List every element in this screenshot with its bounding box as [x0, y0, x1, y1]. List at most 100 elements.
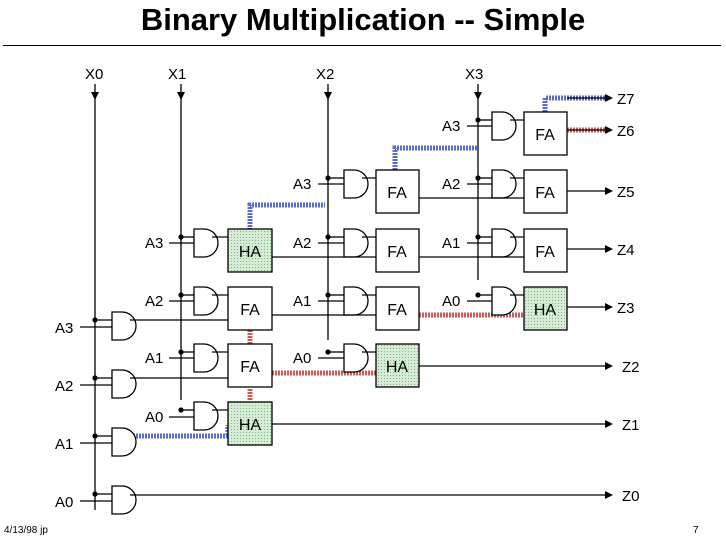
and-gates: [95, 111, 517, 515]
fa-block-x2-a1: [375, 286, 420, 331]
junction-dot: [178, 292, 184, 298]
junction-dot: [475, 292, 481, 298]
junction-dot: [178, 349, 184, 355]
junction-dot: [92, 375, 98, 381]
z5-arrow-icon: [605, 187, 613, 195]
and-gate-icon: [193, 228, 219, 258]
output-arrow-heads: [605, 94, 613, 499]
a3-label: A3: [442, 118, 460, 135]
x3-label: X3: [465, 66, 483, 83]
a3-label: A3: [55, 320, 73, 337]
x0-label: X0: [85, 66, 103, 83]
fa-block-x1-a2: [227, 286, 273, 331]
fa-block-x3-a3: [523, 111, 568, 156]
fa-label: FA: [535, 127, 555, 144]
junction-dot: [475, 175, 481, 181]
fa-label: FA: [387, 185, 407, 202]
fa-label: FA: [387, 302, 407, 319]
junction-dot: [325, 349, 331, 355]
z4-arrow-icon: [605, 245, 613, 253]
footer-page-number: 7: [693, 525, 699, 536]
z4-label: Z4: [617, 242, 635, 259]
fa-block-x2-a2: [375, 228, 420, 273]
z6-arrow-icon: [605, 126, 613, 134]
and-gate-icon: [111, 485, 137, 515]
and-gate-icon: [193, 401, 219, 431]
a2-label: A2: [55, 378, 73, 395]
and-gate-icon: [491, 228, 517, 258]
junction-dot: [92, 433, 98, 439]
a2-label: A2: [145, 293, 163, 310]
a1-label: A1: [145, 350, 163, 367]
fa-block-x3-a1: [523, 228, 568, 273]
ha-label: HA: [239, 244, 262, 261]
fa-label: FA: [535, 244, 555, 261]
and-gate-icon: [193, 286, 219, 316]
junction-dots: [92, 117, 481, 497]
z2-label: Z2: [622, 359, 640, 376]
and-gate-icon: [343, 343, 369, 373]
ha-label: HA: [239, 417, 262, 434]
title-divider: [3, 45, 721, 46]
junction-dot: [325, 292, 331, 298]
x2-label: X2: [316, 66, 334, 83]
junction-dot: [475, 117, 481, 123]
a0-label: A0: [293, 350, 311, 367]
junction-dot: [92, 491, 98, 497]
ha-block-x3-a0: [523, 286, 568, 331]
junction-dot: [325, 234, 331, 240]
junction-dot: [325, 175, 331, 181]
and-gate-icon: [193, 343, 219, 373]
connection-wires: [80, 119, 524, 502]
ha-label: HA: [534, 302, 557, 319]
a1-label: A1: [55, 436, 73, 453]
z1-label: Z1: [622, 417, 640, 434]
a2-label: A2: [293, 235, 311, 252]
x-input-arrows: [91, 92, 482, 100]
fa-block-x3-a2: [523, 169, 568, 214]
junction-dot: [178, 234, 184, 240]
fa-block-x1-a1: [227, 343, 273, 388]
z6-label: Z6: [617, 123, 635, 140]
fa-label: FA: [535, 185, 555, 202]
fa-block-x2-a3: [375, 169, 420, 214]
and-gate-icon: [111, 311, 137, 341]
ha-block-x1-a3: [227, 228, 273, 273]
a0-label: A0: [145, 409, 163, 426]
a1-label: A1: [442, 235, 460, 252]
output-lines: [130, 97, 605, 496]
z0-arrow-icon: [605, 491, 613, 499]
junction-dot: [178, 407, 184, 413]
and-gate-icon: [111, 369, 137, 399]
z3-label: Z3: [617, 300, 635, 317]
and-gate-icon: [491, 286, 517, 316]
junction-dot: [92, 317, 98, 323]
and-gate-icon: [343, 228, 369, 258]
z1-arrow-icon: [605, 420, 613, 428]
adder-block-labels: HA FA FA HA FA FA FA HA FA FA FA HA: [239, 127, 557, 434]
junction-dot: [475, 234, 481, 240]
ha-label: HA: [386, 359, 409, 376]
fa-label: FA: [240, 359, 260, 376]
adder-blocks: [227, 111, 568, 446]
and-gate-icon: [491, 111, 517, 141]
footer-date: 4/13/98 jp: [4, 525, 48, 536]
x0-arrow-icon: [91, 92, 99, 100]
blue-path-x2-fa: [392, 145, 478, 176]
x2-arrow-icon: [324, 92, 332, 100]
z7-arrow-icon: [605, 94, 613, 102]
a3-label: A3: [293, 176, 311, 193]
and-gate-icon: [343, 286, 369, 316]
ha-block-x2-a0: [375, 343, 420, 388]
and-gate-icon: [111, 427, 137, 457]
x3-arrow-icon: [474, 92, 482, 100]
a1-label: A1: [293, 293, 311, 310]
and-gate-icon: [491, 169, 517, 199]
page-title: Binary Multiplication -- Simple: [140, 2, 586, 37]
x1-label: X1: [168, 66, 186, 83]
and-gate-icon: [343, 169, 369, 199]
x1-arrow-icon: [177, 92, 185, 100]
fa-label: FA: [387, 244, 407, 261]
fa-label: FA: [240, 302, 260, 319]
